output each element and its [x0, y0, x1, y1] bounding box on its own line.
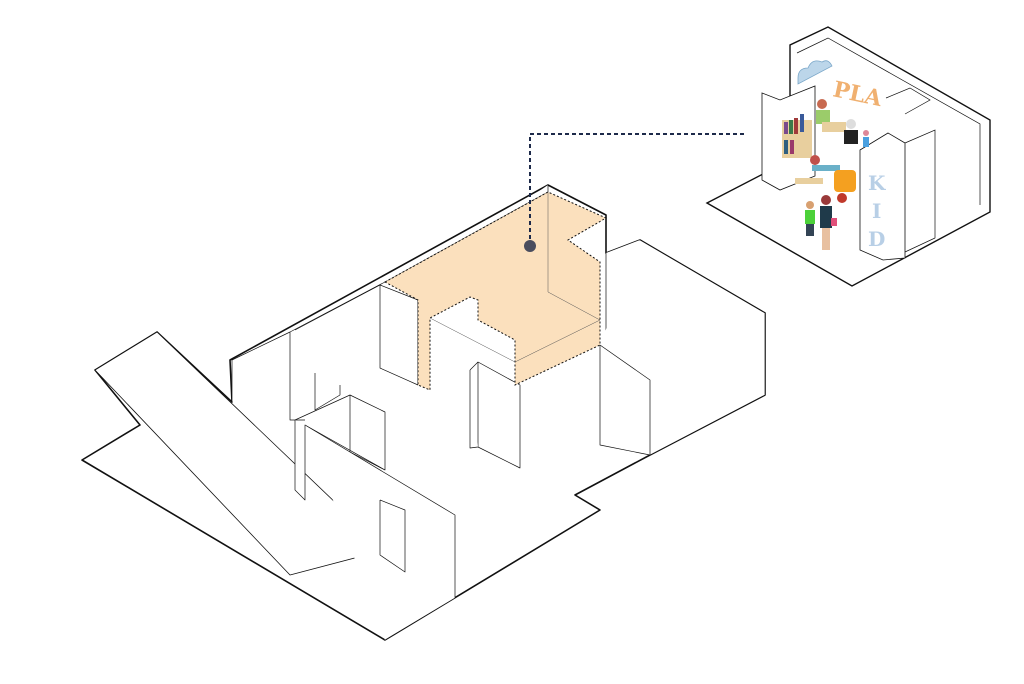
- inset-play-room: PLA K I D: [705, 26, 991, 287]
- cloud-icon: [797, 60, 833, 85]
- bookshelf-icon: [782, 114, 812, 158]
- highlight-inner-edges: [429, 192, 601, 363]
- highlighted-play-area: [383, 191, 608, 391]
- leader-pin-marker: [524, 240, 536, 252]
- wall-letter-d: D: [868, 227, 885, 251]
- inset-partition-right: [859, 132, 906, 261]
- wall-letter-i: I: [872, 199, 881, 223]
- leader-line: [529, 133, 745, 246]
- inset-floor: [705, 26, 991, 287]
- wall-letter-k: K: [868, 171, 886, 195]
- children-and-parent-illustration: [795, 99, 869, 250]
